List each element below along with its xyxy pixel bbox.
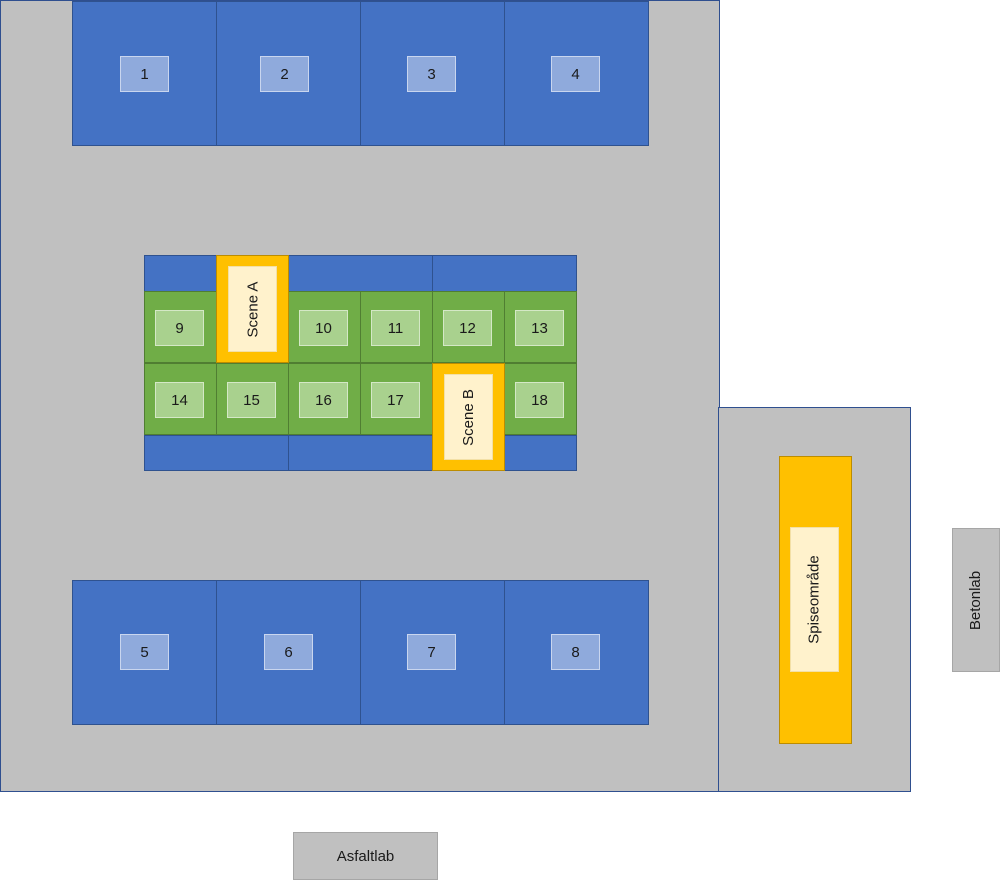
stall-label-16: 16 xyxy=(299,382,348,418)
stall-label-10: 10 xyxy=(299,310,348,346)
stall-label-18: 18 xyxy=(515,382,564,418)
stall-label-8: 8 xyxy=(551,634,600,670)
center-strip-bottom-2 xyxy=(288,435,433,471)
scene-a-text: Scene A xyxy=(244,281,262,337)
center-strip-top-2 xyxy=(288,255,433,292)
center-strip-bottom-1 xyxy=(144,435,289,471)
scene-b-label: Scene B xyxy=(444,374,493,460)
asfaltlab-box[interactable]: Asfaltlab xyxy=(293,832,438,880)
stall-label-12: 12 xyxy=(443,310,492,346)
dining-text: Spiseområde xyxy=(806,555,824,644)
dining-label: Spiseområde xyxy=(790,527,839,672)
stall-label-17: 17 xyxy=(371,382,420,418)
center-strip-top-3 xyxy=(432,255,577,292)
scene-a-label: Scene A xyxy=(228,266,277,352)
stall-label-5: 5 xyxy=(120,634,169,670)
stall-label-2: 2 xyxy=(260,56,309,92)
betonlab-text: Betonlab xyxy=(967,570,985,630)
stall-label-15: 15 xyxy=(227,382,276,418)
stall-label-1: 1 xyxy=(120,56,169,92)
scene-b-text: Scene B xyxy=(460,388,477,446)
stall-label-13: 13 xyxy=(515,310,564,346)
stall-label-11: 11 xyxy=(371,310,420,346)
stall-label-14: 14 xyxy=(155,382,204,418)
center-strip-bottom-3 xyxy=(504,435,577,471)
stall-label-6: 6 xyxy=(264,634,313,670)
stall-label-4: 4 xyxy=(551,56,600,92)
betonlab-box[interactable]: Betonlab xyxy=(952,528,1000,672)
stall-6[interactable] xyxy=(216,580,361,725)
center-strip-top-1 xyxy=(144,255,217,292)
asfaltlab-text: Asfaltlab xyxy=(336,847,395,865)
stall-label-7: 7 xyxy=(407,634,456,670)
stall-label-9: 9 xyxy=(155,310,204,346)
stall-label-3: 3 xyxy=(407,56,456,92)
